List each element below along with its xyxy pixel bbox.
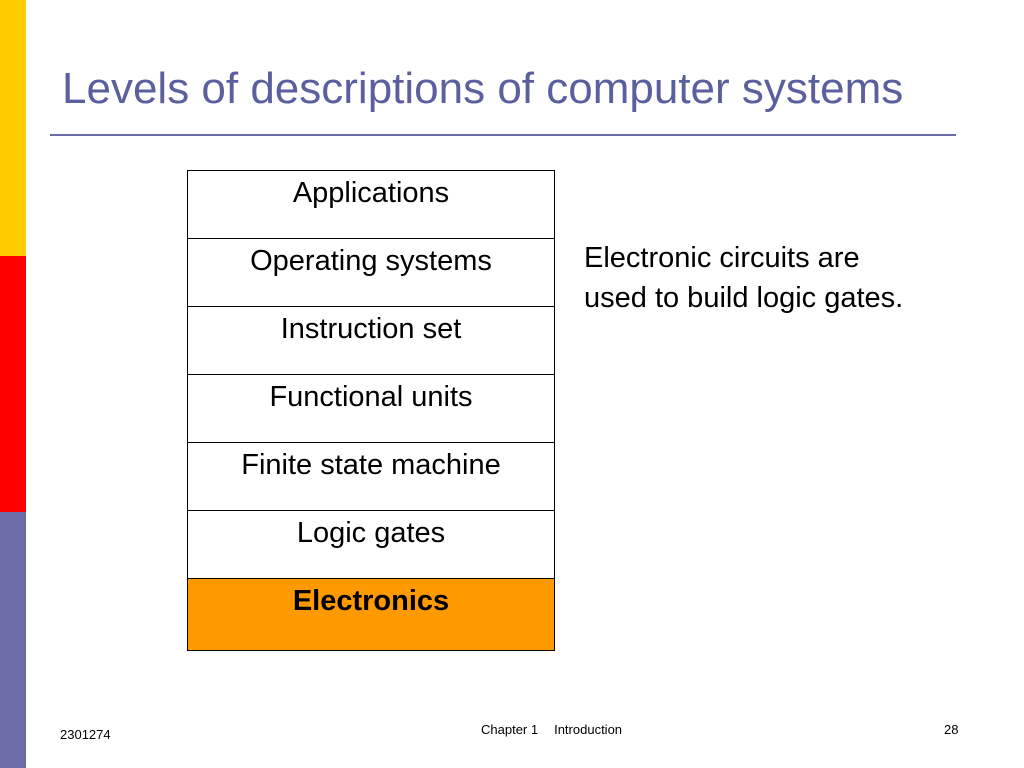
levels-table: Applications Operating systems Instructi…: [187, 170, 555, 651]
level-operating-systems: Operating systems: [187, 238, 555, 307]
level-electronics: Electronics: [187, 578, 555, 651]
footer-page-number: 28: [944, 722, 959, 737]
level-row: Functional units: [187, 374, 555, 443]
footer-chapter-info: Chapter 1 Introduction: [481, 722, 622, 737]
level-row: Logic gates: [187, 510, 555, 579]
level-finite-state-machine: Finite state machine: [187, 442, 555, 511]
title-divider: [50, 134, 956, 136]
level-row: Instruction set: [187, 306, 555, 375]
explanation-line-2: used to build logic gates.: [584, 282, 904, 314]
slide-title: Levels of descriptions of computer syste…: [62, 64, 904, 113]
level-row: Applications: [187, 170, 555, 239]
level-applications: Applications: [187, 170, 555, 239]
level-functional-units: Functional units: [187, 374, 555, 443]
footer-chapter: Chapter 1: [481, 722, 539, 737]
explanation-text: Electronic circuits are used to build lo…: [584, 238, 984, 318]
accent-bar-blue: [0, 512, 26, 768]
level-row: Operating systems: [187, 238, 555, 307]
explanation-line-1: Electronic circuits are: [584, 242, 860, 274]
footer-course-code: 2301274: [60, 727, 111, 742]
level-row-highlighted: Electronics: [187, 578, 555, 651]
level-row: Finite state machine: [187, 442, 555, 511]
level-instruction-set: Instruction set: [187, 306, 555, 375]
footer-section: Introduction: [554, 722, 623, 737]
accent-bar-red: [0, 256, 26, 512]
accent-bar-yellow: [0, 0, 26, 256]
level-logic-gates: Logic gates: [187, 510, 555, 579]
